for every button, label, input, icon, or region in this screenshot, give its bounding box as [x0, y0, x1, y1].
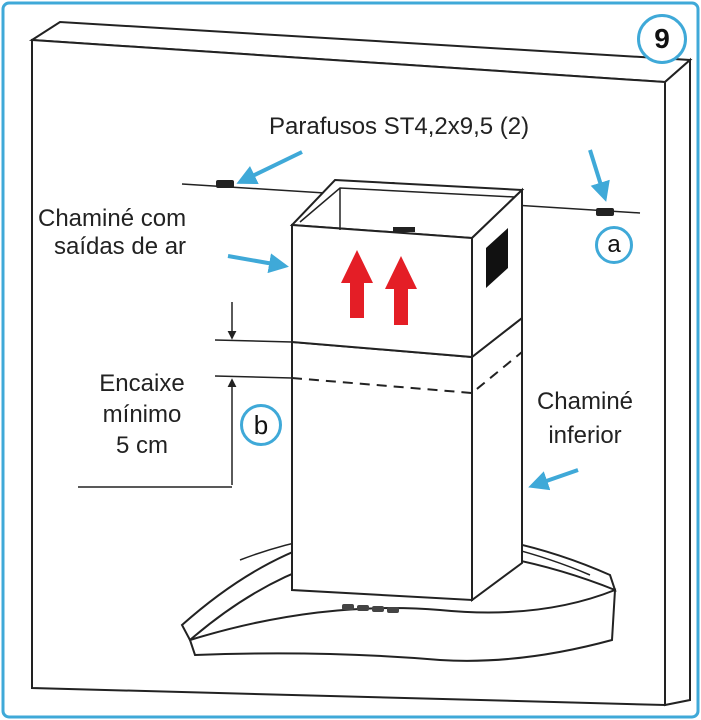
fit-label-line2: mínimo [102, 401, 182, 429]
lower-chimney-label-line1: Chaminé [536, 388, 634, 415]
lower-chimney-label: Chaminé inferior [530, 385, 640, 452]
callout-b: b [240, 404, 282, 446]
fit-label-line3: 5 cm [115, 432, 168, 460]
lower-chimney [291, 315, 523, 602]
upper-chimney-opening [299, 187, 516, 230]
fit-label: Encaixe mínimo 5 cm [86, 368, 198, 462]
fit-dimension [78, 302, 293, 488]
screws-label: Parafusos ST4,2x9,5 (2) [269, 113, 530, 140]
control-buttons [342, 604, 399, 613]
upper-chimney-label-line2: saídas de ar [53, 232, 187, 260]
lower-chimney-label-line2: inferior [548, 421, 622, 449]
airflow-arrow-icon [341, 250, 417, 325]
upper-chimney-label-line1: Chaminé com [38, 205, 187, 232]
front-slot [393, 227, 415, 232]
pointer-arrow-icon [227, 149, 610, 491]
upper-chimney-label: Chaminé com saídas de ar [38, 205, 186, 260]
upper-chimney [289, 178, 525, 360]
overlap-dashed-line [291, 351, 523, 395]
side-air-vent [486, 228, 508, 288]
callout-a: a [595, 226, 633, 264]
fit-label-line1: Encaixe [99, 370, 185, 397]
step-number-badge: 9 [637, 14, 687, 64]
